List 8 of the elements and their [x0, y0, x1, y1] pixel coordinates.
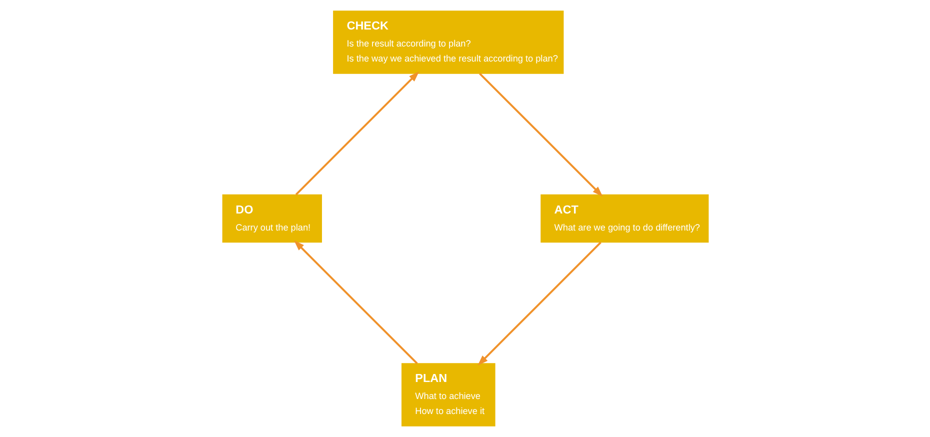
node-box: ACT What are we going to do differently?: [540, 194, 708, 243]
node-box: PLAN What to achieve How to achieve it: [400, 363, 495, 426]
node-box: CHECK Is the result according to plan? Is the way we achieved the result according to plan?: [332, 10, 564, 74]
arrow: [294, 71, 419, 196]
arrow: [478, 72, 602, 197]
arrow: [477, 242, 601, 366]
arrow: [293, 240, 418, 364]
node-box: DO Carry out the plan!: [222, 194, 322, 243]
